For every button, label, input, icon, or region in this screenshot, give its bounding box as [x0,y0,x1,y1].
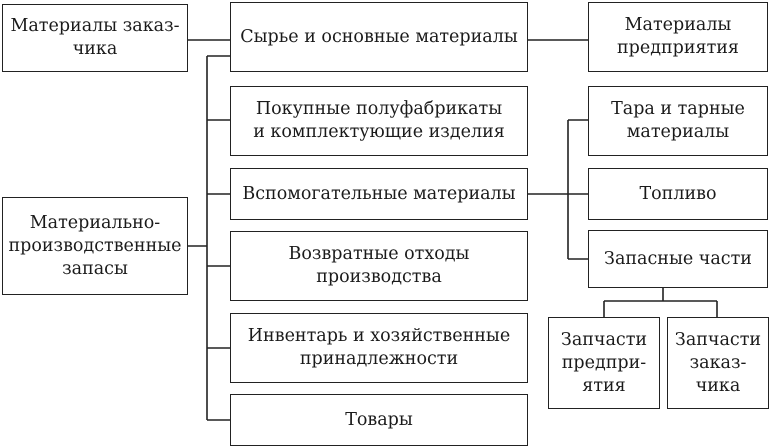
box-label-line: Запчасти [560,329,648,350]
box-label-line: чика [72,39,118,59]
box-label-line: Возвратные отходы [288,244,470,264]
box-label-line: производства [316,267,442,287]
box-auxiliary: Вспомогательные материалы [230,168,528,220]
box-label-line: материалы [626,122,730,142]
box-label-line: и комплектующие изделия [253,122,505,142]
box-label-line: Тара и тарные [611,99,745,119]
box-return-waste: Возвратные отходы производства [230,231,528,301]
box-label-line: Материалы [624,15,732,35]
box-label-line: Товары [345,409,413,430]
box-label-line: запасы [62,258,128,279]
box-fuel: Топливо [588,168,768,220]
box-label-line: Инвентарь и хозяйственные [247,326,511,346]
box-label-line: Сырье и основные материалы [240,26,518,47]
box-label-line: предприятия [617,38,739,58]
box-label-line: ятия [582,375,626,396]
box-customer-materials: Материалы заказ-чика [2,4,188,72]
box-label-line: чика [695,375,741,396]
box-packaging: Тара и тарные материалы [588,86,768,156]
box-label-line: Материально- [29,212,161,233]
box-label-line: принадлежности [299,349,459,369]
box-tools-supplies: Инвентарь и хозяйственные принадлежности [230,313,528,383]
box-spare-parts: Запасные части [588,230,768,288]
box-label-line: предпри- [561,352,647,373]
box-label-line: Покупные полуфабрикаты [255,99,503,119]
box-label-line: Вспомогательные материалы [242,183,516,204]
box-label-line: производственные [8,235,182,256]
box-raw-materials: Сырье и основные материалы [230,2,528,72]
box-goods: Товары [230,394,528,446]
box-label-line: Запчасти [674,329,762,350]
box-label-line: Топливо [639,183,717,204]
box-enterprise-materials: Материалы предприятия [588,2,768,72]
box-label-line: Материалы заказ- [10,16,180,36]
box-label-line: заказ- [689,352,747,373]
box-purchased-semi: Покупные полуфабрикаты и комплектующие из… [230,86,528,156]
box-label-line: Запасные части [604,248,752,269]
